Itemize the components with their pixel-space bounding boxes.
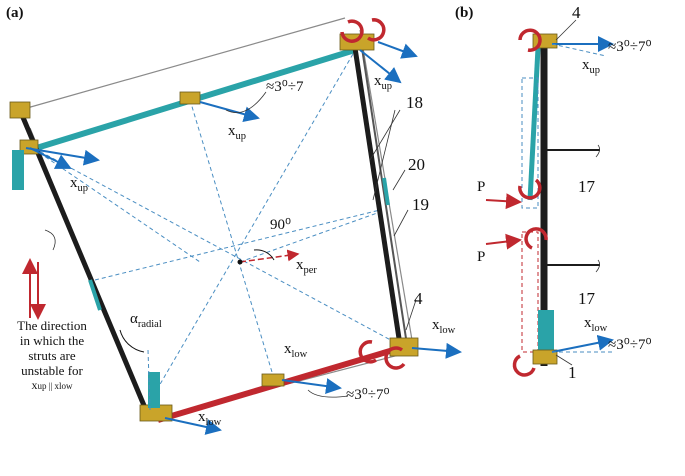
alpha-arc bbox=[119, 329, 145, 353]
leader-lines bbox=[44, 91, 417, 398]
diag-line-3 bbox=[189, 99, 276, 383]
angle-b-top-ref bbox=[551, 43, 607, 57]
strut-right-sleeve bbox=[382, 177, 390, 206]
leader-20 bbox=[392, 169, 406, 191]
direction-arrows-b bbox=[551, 36, 614, 353]
arrow-xup-mid bbox=[199, 101, 260, 122]
part-label-18: 18 bbox=[406, 93, 423, 112]
panel-label-b: (b) bbox=[455, 5, 474, 21]
strut-b-teal-lower bbox=[538, 310, 554, 360]
rot-arrow-top-right-1 bbox=[340, 19, 364, 43]
joints bbox=[9, 33, 419, 422]
direction-arrows-a bbox=[25, 41, 462, 435]
leader-1 bbox=[555, 354, 573, 366]
rot-arrow-b-mid-1 bbox=[518, 178, 542, 200]
joint-lower-mid bbox=[261, 373, 285, 387]
leader-approx-mid bbox=[307, 389, 349, 398]
arrow-xlow-right bbox=[411, 342, 462, 359]
diag-line-5 bbox=[94, 209, 381, 281]
leader-17b bbox=[595, 259, 600, 273]
rot-arrow-b-top bbox=[518, 28, 542, 52]
force-label-p-upper: P bbox=[477, 179, 486, 195]
construction-lines bbox=[27, 41, 401, 411]
rotation-arrows-a bbox=[340, 18, 406, 370]
leader-18b bbox=[369, 109, 401, 161]
arrow-p-upper bbox=[485, 193, 522, 210]
diag-line-6 bbox=[239, 211, 381, 263]
cylinder-left bbox=[12, 150, 24, 190]
cylinder-bottom bbox=[148, 372, 160, 408]
part-label-20: 20 bbox=[408, 155, 425, 174]
leader-4b bbox=[555, 19, 577, 41]
xlow-label-right: xlow bbox=[432, 317, 456, 336]
part-label-19: 19 bbox=[412, 195, 429, 214]
xup-label-left: xup bbox=[70, 175, 88, 194]
xlow-label-left: xlow bbox=[198, 409, 222, 428]
force-label-p-lower: P bbox=[477, 249, 486, 265]
arrow-xup-right bbox=[359, 49, 402, 84]
strut-b-dashed-upper bbox=[521, 77, 539, 209]
part-label-4b: 4 bbox=[572, 3, 581, 22]
strut-left bbox=[19, 114, 151, 416]
rotation-arrows-b bbox=[512, 28, 548, 377]
angle-90-arc bbox=[253, 249, 275, 261]
diag-line-2 bbox=[144, 41, 361, 411]
arrow-p-lower bbox=[485, 233, 522, 250]
part-label-1: 1 bbox=[568, 363, 577, 382]
part-label-4a: 4 bbox=[414, 289, 423, 308]
leader-17a bbox=[595, 144, 600, 158]
part-label-17b: 17 bbox=[578, 289, 595, 308]
joint-bottom-right bbox=[389, 337, 419, 357]
arrow-left-2 bbox=[25, 147, 100, 166]
xup-label-right: xup bbox=[374, 73, 392, 92]
approx-label-b-top: ≈3⁰÷7⁰ bbox=[608, 39, 652, 55]
joint-upper-mid bbox=[179, 91, 201, 105]
approx-label-b-bot: ≈3⁰÷7⁰ bbox=[608, 337, 652, 353]
joint-b-bottom bbox=[532, 349, 558, 365]
cable-top bbox=[19, 17, 346, 111]
diag-line-1 bbox=[27, 144, 401, 346]
alpha-radial-label: αradial bbox=[130, 311, 162, 330]
part-label-17a: 17 bbox=[578, 177, 595, 196]
arrow-xlow-mid bbox=[281, 378, 342, 395]
strut-b-teal bbox=[527, 47, 541, 201]
strut-right-edge bbox=[361, 47, 408, 346]
xlow-label-mid: xlow bbox=[284, 341, 308, 360]
arrow-b-bottom bbox=[551, 334, 614, 353]
approx-label-top: ≈3⁰÷7 bbox=[266, 79, 304, 95]
xlow-label-b: xlow bbox=[584, 315, 608, 334]
xup-label-mid: xup bbox=[228, 123, 246, 142]
strut-b-dashed-lower bbox=[521, 231, 539, 353]
rot-arrow-top-right-2 bbox=[366, 18, 386, 42]
xper-label: xper bbox=[296, 257, 317, 276]
angle-lines-b bbox=[551, 43, 612, 353]
panel-label-a: (a) bbox=[6, 5, 24, 21]
approx-label-mid: ≈3⁰÷7⁰ bbox=[346, 387, 390, 403]
rot-arrow-bottom-right-2 bbox=[384, 346, 406, 370]
arrow-xup-left bbox=[29, 147, 72, 169]
leader-note bbox=[44, 229, 56, 251]
rot-arrow-b-mid-2 bbox=[524, 227, 548, 250]
joint-top-right bbox=[339, 33, 375, 51]
xup-label-b: xup bbox=[582, 57, 600, 76]
diag-line-4 bbox=[27, 144, 201, 263]
center-point bbox=[237, 259, 243, 265]
angle-90-label: 90⁰ bbox=[270, 217, 292, 233]
rot-arrow-bottom-right-1 bbox=[358, 340, 378, 364]
leader-19 bbox=[393, 209, 409, 237]
rot-arrow-b-bottom bbox=[512, 354, 536, 377]
leader-approx-top bbox=[225, 91, 267, 114]
arrow-xlow-left bbox=[164, 417, 222, 435]
joint-top-left bbox=[9, 101, 31, 119]
strut-left-sleeve bbox=[88, 279, 102, 311]
strut-right bbox=[352, 47, 403, 346]
unstable-direction-note: The direction in which the struts are un… bbox=[17, 318, 87, 392]
arrow-xper bbox=[239, 249, 300, 263]
leader-4a bbox=[405, 299, 417, 331]
arrow-top-right-2 bbox=[377, 41, 418, 59]
alpha-ref-line bbox=[147, 349, 151, 411]
